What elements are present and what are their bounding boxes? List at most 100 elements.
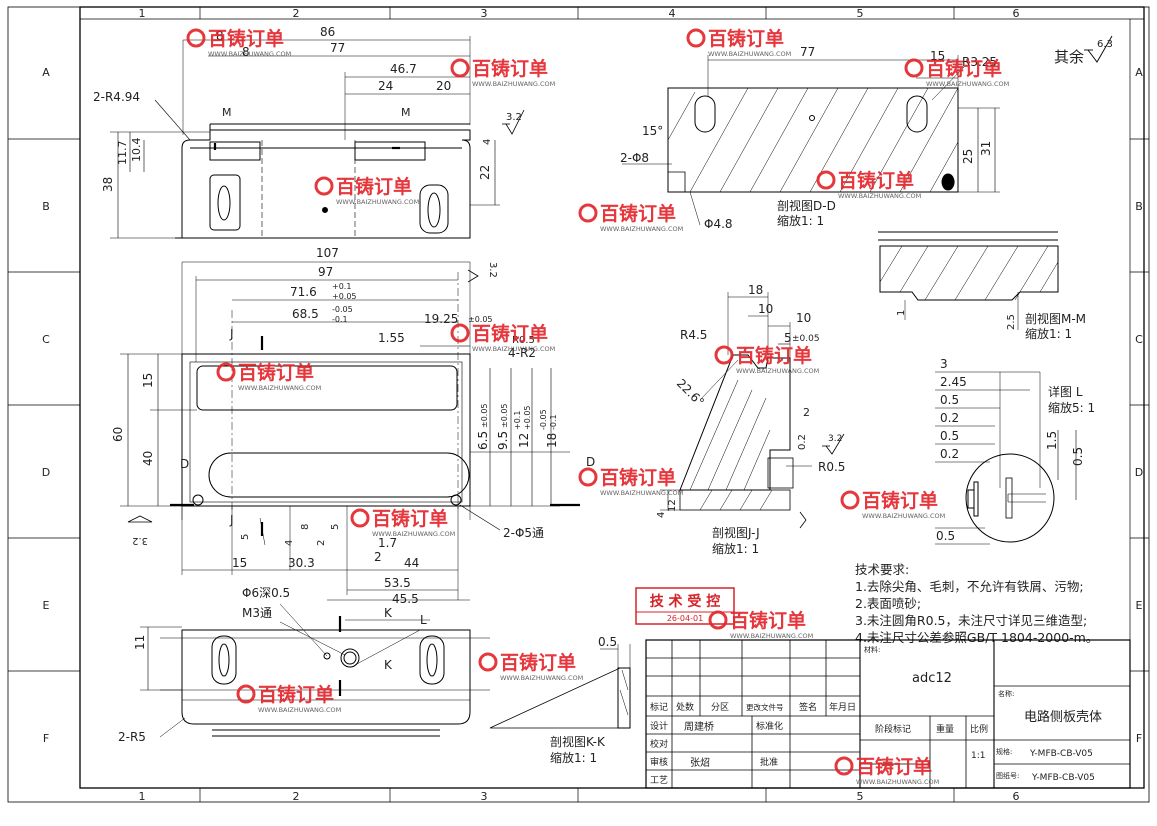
- plan-view-dimensions: 107 97 71.6 +0.1 +0.05 68.5 -0.05 -0.1 1…: [111, 246, 595, 590]
- dimension-97: 97: [318, 265, 333, 279]
- dimension-31: 31: [979, 141, 993, 156]
- watermark-logo-icon: [314, 176, 334, 196]
- approve-label: 批准: [760, 756, 778, 768]
- bottom-view-dimensions: Φ6深0.5 M3通 45.5 K K L 11 2-R5: [118, 586, 427, 744]
- watermarks: 百铸订单 WWW.BAIZHUWANG.COM 百铸订单 WWW.BAIZHUW…: [186, 27, 1009, 786]
- watermark-url: WWW.BAIZHUWANG.COM: [208, 50, 291, 58]
- note-item: 1.去除尖角、毛刺，不允许有铁屑、污物;: [855, 579, 1084, 594]
- dimension-15: 15: [141, 373, 155, 388]
- watermark-logo-icon: [236, 684, 256, 704]
- section-mark-k: K: [384, 606, 393, 620]
- dimension-18: 18: [545, 433, 559, 448]
- row-label: D: [1135, 466, 1143, 479]
- watermark-logo-icon: [714, 345, 734, 365]
- detail-mark-l: L: [420, 613, 427, 627]
- title-block: [645, 639, 1131, 789]
- roughness-3-2: 3.2: [828, 434, 842, 444]
- stage-label: 阶段标记: [875, 723, 911, 735]
- dimension-15-deg: 15°: [642, 124, 663, 138]
- dimension-2-phi5: 2-Φ5通: [503, 526, 544, 540]
- watermark: 百铸订单 WWW.BAIZHUWANG.COM: [578, 202, 683, 233]
- tolerance-symmetric: ±0.05: [480, 403, 489, 428]
- front-view-dimensions: 86 77 46.7 24 20 8 8 2-R4.94 11.7 10.4 3…: [93, 25, 522, 192]
- drawing-no-label: 图纸号:: [996, 771, 1019, 780]
- dimension-53-5: 53.5: [384, 576, 411, 590]
- dimension-22: 22: [478, 165, 492, 180]
- watermark-logo-icon: [840, 490, 860, 510]
- spec-value: Y-MFB-CB-V05: [1029, 749, 1093, 759]
- watermark-logo-icon: [686, 28, 706, 48]
- dimension-0-5: 0.5: [940, 429, 959, 443]
- section-mm-labels: 1 2.5 剖视图M-M 缩放1: 1: [896, 310, 1086, 341]
- watermark-brand: 百铸订单: [708, 27, 784, 50]
- dimension-0-5: 0.5: [598, 635, 617, 649]
- watermark: 百铸订单 WWW.BAIZHUWANG.COM: [834, 755, 939, 786]
- dimension-2: 2: [374, 550, 382, 564]
- dimension-68-5: 68.5: [292, 307, 319, 321]
- header-date: 年月日: [829, 701, 856, 713]
- weight-label: 重量: [936, 723, 954, 735]
- dimension-0-2: 0.2: [940, 447, 959, 461]
- dimension-4-r2: 4-R2: [508, 346, 536, 360]
- column-label: 6: [1013, 790, 1020, 803]
- dimension-r0-5: R0.5: [512, 335, 535, 346]
- frame-labels: 1 2 3 4 5 6 1 2 3 5 6 A B C D E F A B C …: [42, 7, 1143, 803]
- stamp-date: 26-04-01: [667, 614, 703, 623]
- dimension-2: 2: [803, 406, 810, 419]
- tolerance-upper: -0.05: [539, 409, 548, 430]
- watermark-logo-icon: [578, 203, 598, 223]
- watermark-brand: 百铸订单: [336, 175, 412, 198]
- dimension-11-7: 11.7: [116, 141, 129, 166]
- watermark: 百铸订单 WWW.BAIZHUWANG.COM: [186, 27, 291, 58]
- section-dd-labels: 77 15 R3.25 15° 2-Φ8 Φ4.8 25 31 剖视图D-D 缩…: [620, 45, 997, 231]
- dimension-18: 18: [748, 283, 763, 297]
- watermark-brand: 百铸订单: [208, 27, 284, 50]
- watermark-brand: 百铸订单: [472, 322, 548, 345]
- dimension-10: 10: [758, 302, 773, 316]
- ratio-label: 比例: [970, 723, 988, 735]
- dimension-1: 1: [896, 310, 907, 316]
- watermark-url: WWW.BAIZHUWANG.COM: [838, 192, 921, 200]
- front-view: [110, 36, 525, 239]
- watermark-url: WWW.BAIZHUWANG.COM: [730, 632, 813, 640]
- tolerance-upper: +0.1: [332, 282, 351, 291]
- row-label: A: [42, 66, 50, 79]
- dimension-r4-5: R4.5: [680, 328, 707, 342]
- dimension-9-5: 9.5: [496, 431, 510, 450]
- watermark-url: WWW.BAIZHUWANG.COM: [600, 489, 683, 497]
- dimension-2-45: 2.45: [940, 375, 967, 389]
- watermark-brand: 百铸订单: [472, 57, 548, 80]
- dimension-44: 44: [404, 556, 419, 570]
- header-count: 处数: [676, 701, 694, 713]
- tolerance-symmetric: ±0.05: [792, 334, 820, 344]
- watermark: 百铸订单 WWW.BAIZHUWANG.COM: [450, 322, 555, 353]
- dimension-0-5: 0.5: [940, 393, 959, 407]
- watermark-url: WWW.BAIZHUWANG.COM: [500, 674, 583, 682]
- section-kk-scale: 缩放1: 1: [550, 750, 597, 765]
- dimension-40: 40: [141, 451, 155, 466]
- tolerance-lower: -0.1: [549, 414, 558, 430]
- dimension-8: 8: [300, 524, 311, 530]
- watermark: 百铸订单 WWW.BAIZHUWANG.COM: [708, 609, 813, 640]
- dimension-4: 4: [482, 139, 493, 145]
- material-value: adc12: [912, 671, 952, 686]
- watermark: 百铸订单 WWW.BAIZHUWANG.COM: [236, 683, 341, 714]
- section-dd-scale: 缩放1: 1: [777, 213, 824, 228]
- check-label: 校对: [650, 738, 668, 750]
- row-label: B: [1135, 200, 1143, 213]
- watermark-logo-icon: [904, 58, 924, 78]
- watermark-logo-icon: [578, 467, 598, 487]
- watermark-logo-icon: [450, 323, 470, 343]
- watermark-url: WWW.BAIZHUWANG.COM: [238, 384, 321, 392]
- dimension-12: 12: [667, 499, 678, 512]
- section-jj-scale: 缩放1: 1: [712, 541, 759, 556]
- watermark-brand: 百铸订单: [238, 361, 314, 384]
- dimension-10: 10: [796, 311, 811, 325]
- dimension-77: 77: [330, 41, 345, 55]
- watermark-url: WWW.BAIZHUWANG.COM: [600, 225, 683, 233]
- dimension-1-7: 1.7: [378, 536, 397, 550]
- watermark: 百铸订单 WWW.BAIZHUWANG.COM: [816, 169, 921, 200]
- dimension-30-3: 30.3: [288, 556, 315, 570]
- watermark-brand: 百铸订单: [926, 57, 1002, 80]
